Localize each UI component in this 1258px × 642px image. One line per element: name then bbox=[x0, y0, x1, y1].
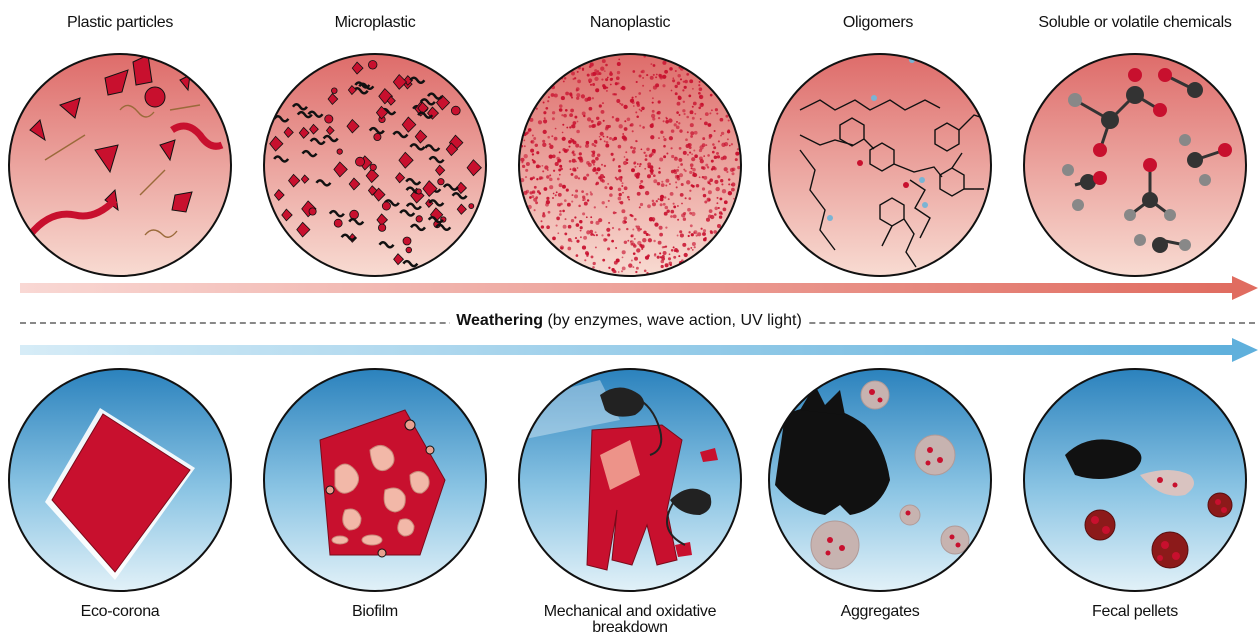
weathering-detail: (by enzymes, wave action, UV light) bbox=[543, 312, 802, 329]
label-aggregates: Aggregates bbox=[841, 604, 920, 620]
label-eco-corona: Eco-corona bbox=[81, 604, 160, 620]
circle-biofilm bbox=[264, 369, 486, 591]
label-mechanical-breakdown: Mechanical and oxidative breakdown bbox=[520, 604, 740, 636]
label-fecal-pellets: Fecal pellets bbox=[1092, 604, 1178, 620]
circle-oligomers bbox=[769, 54, 1016, 276]
weathering-bold: Weathering bbox=[456, 312, 543, 329]
arrow-red bbox=[20, 276, 1258, 300]
arrow-blue bbox=[20, 338, 1258, 362]
circle-fecal-pellets bbox=[1024, 369, 1246, 591]
circle-eco-corona bbox=[9, 369, 231, 591]
circle-plastic-particles bbox=[9, 54, 231, 276]
circle-soluble-chemicals bbox=[1024, 54, 1246, 276]
circle-nanoplastic bbox=[519, 54, 741, 276]
weathering-label: Weathering (by enzymes, wave action, UV … bbox=[0, 312, 1258, 330]
circle-mechanical-breakdown bbox=[519, 369, 741, 591]
circle-aggregates bbox=[769, 369, 991, 591]
circle-microplastic bbox=[264, 54, 486, 276]
label-biofilm: Biofilm bbox=[352, 604, 398, 620]
